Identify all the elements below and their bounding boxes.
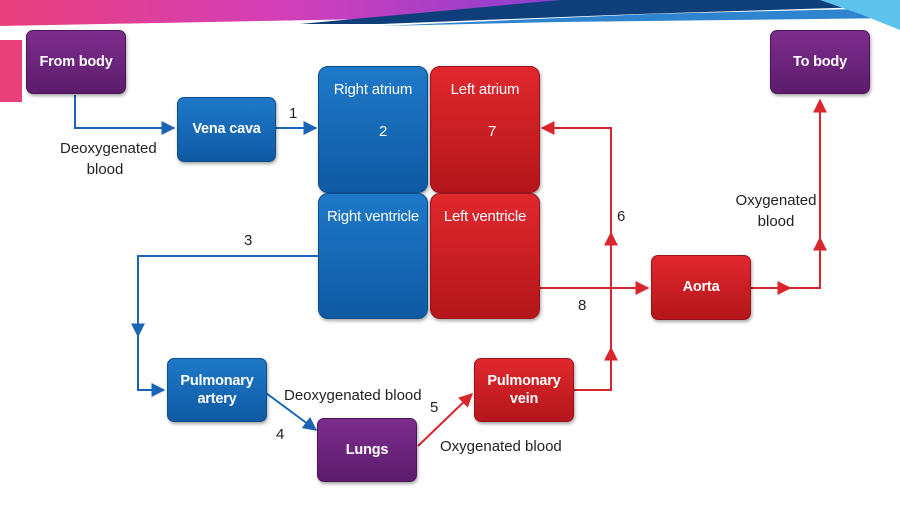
left-edge-decoration xyxy=(0,40,22,102)
right-ventricle-label: Right ventricle xyxy=(326,208,420,225)
arrow-step-6 xyxy=(540,121,612,391)
deoxygenated-blood-label-left: Deoxygenated blood xyxy=(60,138,157,180)
oxygenated-blood-label-right: Oxygenated blood xyxy=(730,190,822,232)
step-number-6: 6 xyxy=(617,208,626,225)
step-number-7: 7 xyxy=(488,123,497,140)
pulmonary-vein-label-line2: vein xyxy=(509,391,539,407)
left-ventricle-label: Left ventricle xyxy=(443,208,527,225)
deoxygenated-blood-left-line1: Deoxygenated xyxy=(60,140,157,157)
oxygenated-blood-label-bottom: Oxygenated blood xyxy=(440,438,562,455)
arrow-step-4 xyxy=(265,392,318,431)
step-number-1: 1 xyxy=(289,105,298,122)
aorta-label: Aorta xyxy=(682,279,720,296)
step-number-5: 5 xyxy=(430,399,439,416)
pulmonary-artery-label-line1: Pulmonary xyxy=(180,372,254,389)
vena-cava-label: Vena cava xyxy=(192,121,261,138)
left-ventricle-box: Left ventricle xyxy=(430,193,540,319)
step-number-8: 8 xyxy=(578,297,587,314)
arrow-step-5 xyxy=(417,393,474,447)
from-body-label: From body xyxy=(39,53,113,70)
arrow-from-body-to-vena-cava xyxy=(74,95,176,135)
to-body-box: To body xyxy=(770,30,870,94)
left-atrium-box: Left atrium xyxy=(430,66,540,193)
oxygenated-blood-right-line2: blood xyxy=(757,213,795,230)
lungs-box: Lungs xyxy=(317,418,417,482)
right-atrium-label: Right atrium xyxy=(333,81,413,98)
top-banner-decoration xyxy=(0,0,900,30)
right-ventricle-box: Right ventricle xyxy=(318,193,428,319)
from-body-box: From body xyxy=(26,30,126,94)
pulmonary-vein-box: Pulmonary vein xyxy=(474,358,574,422)
arrow-step-3-into-pa xyxy=(137,336,166,397)
step-number-4: 4 xyxy=(276,426,285,443)
oxygenated-blood-right-line1: Oxygenated xyxy=(735,192,817,209)
to-body-label: To body xyxy=(793,53,847,70)
step-number-3: 3 xyxy=(244,232,253,249)
pulmonary-artery-label-line2: artery xyxy=(197,391,237,407)
right-atrium-box: Right atrium xyxy=(318,66,428,193)
left-atrium-label: Left atrium xyxy=(450,81,520,98)
aorta-box: Aorta xyxy=(651,255,751,320)
lungs-label: Lungs xyxy=(345,441,389,458)
step-number-2: 2 xyxy=(379,123,388,140)
deoxygenated-blood-left-line2: blood xyxy=(86,161,124,178)
pulmonary-artery-box: Pulmonary artery xyxy=(167,358,267,422)
deoxygenated-blood-label-bottom: Deoxygenated blood xyxy=(284,387,422,404)
vena-cava-box: Vena cava xyxy=(177,97,276,162)
arrow-aorta-to-body xyxy=(751,98,827,289)
pulmonary-vein-label-line1: Pulmonary xyxy=(487,372,561,389)
